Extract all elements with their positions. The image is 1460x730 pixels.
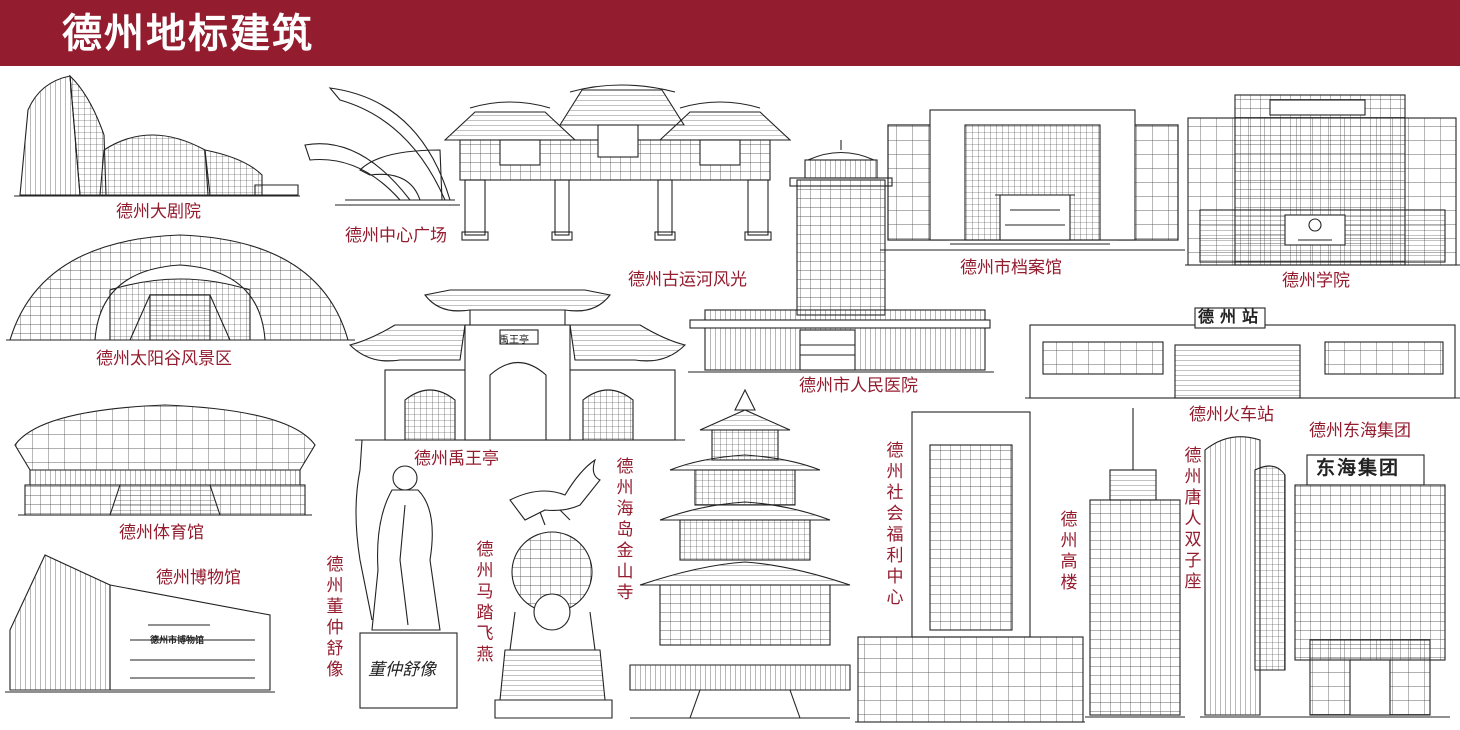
haidao-temple-drawing: [629, 388, 851, 719]
label-donghai-group: 德州东海集团: [1309, 421, 1411, 441]
label-gymnasium: 德州体育馆: [119, 523, 204, 543]
gymnasium-drawing: [14, 404, 316, 516]
label-central-plaza: 德州中心广场: [345, 226, 447, 246]
high-rise-drawing: [1085, 408, 1185, 718]
central-plaza-drawing: [304, 87, 460, 206]
label-yuwang-pavilion: 德州禹王亭: [414, 449, 499, 469]
label-college: 德州学院: [1282, 271, 1350, 291]
station-sign: 德州站: [1198, 307, 1265, 326]
railway-station-drawing: [1025, 307, 1460, 399]
dong-zhongshu-statue-drawing: [355, 439, 458, 709]
grand-canal-gate-drawing: [443, 84, 792, 241]
museum-sign: 德州市博物馆: [150, 636, 205, 646]
college-drawing: [1185, 94, 1460, 266]
donghai-group-drawing: [1290, 454, 1450, 718]
label-museum: 德州博物馆: [156, 568, 241, 588]
solar-valley-drawing: [6, 234, 355, 341]
label-dong-zhongshu: 德州董仲舒像: [326, 555, 344, 680]
peoples-hospital-drawing: [688, 140, 994, 373]
grand-theater-drawing: [14, 74, 300, 197]
label-welfare-center: 德州社会福利中心: [886, 441, 904, 608]
welfare-center-drawing: [855, 411, 1085, 723]
label-grand-canal: 德州古运河风光: [628, 270, 747, 290]
label-high-rise: 德州高楼: [1060, 510, 1078, 593]
donghai-sign: 东海集团: [1316, 457, 1401, 479]
horse-swallow-sculpture-drawing: [494, 458, 613, 719]
label-archives: 德州市档案馆: [960, 258, 1062, 278]
header-bar: 德州地标建筑: [0, 0, 1460, 66]
label-horse-swallow: 德州马踏飞燕: [476, 540, 494, 665]
yuwang-pavilion-drawing: [348, 289, 687, 441]
archives-drawing: [880, 109, 1185, 251]
label-haidao-temple: 德州海岛金山寺: [616, 457, 634, 603]
pavilion-sign: 禹王亭: [499, 335, 529, 346]
label-tangren-twins: 德州唐人双子座: [1184, 446, 1202, 592]
page-title: 德州地标建筑: [62, 11, 314, 57]
statue-plaque: 董仲舒像: [368, 660, 436, 680]
label-peoples-hospital: 德州市人民医院: [799, 376, 918, 396]
label-grand-theater: 德州大剧院: [116, 202, 201, 222]
label-railway-station: 德州火车站: [1189, 405, 1274, 425]
museum-drawing: [5, 554, 275, 693]
label-solar-valley: 德州太阳谷风景区: [96, 349, 232, 369]
tangren-twins-drawing: [1200, 436, 1290, 718]
